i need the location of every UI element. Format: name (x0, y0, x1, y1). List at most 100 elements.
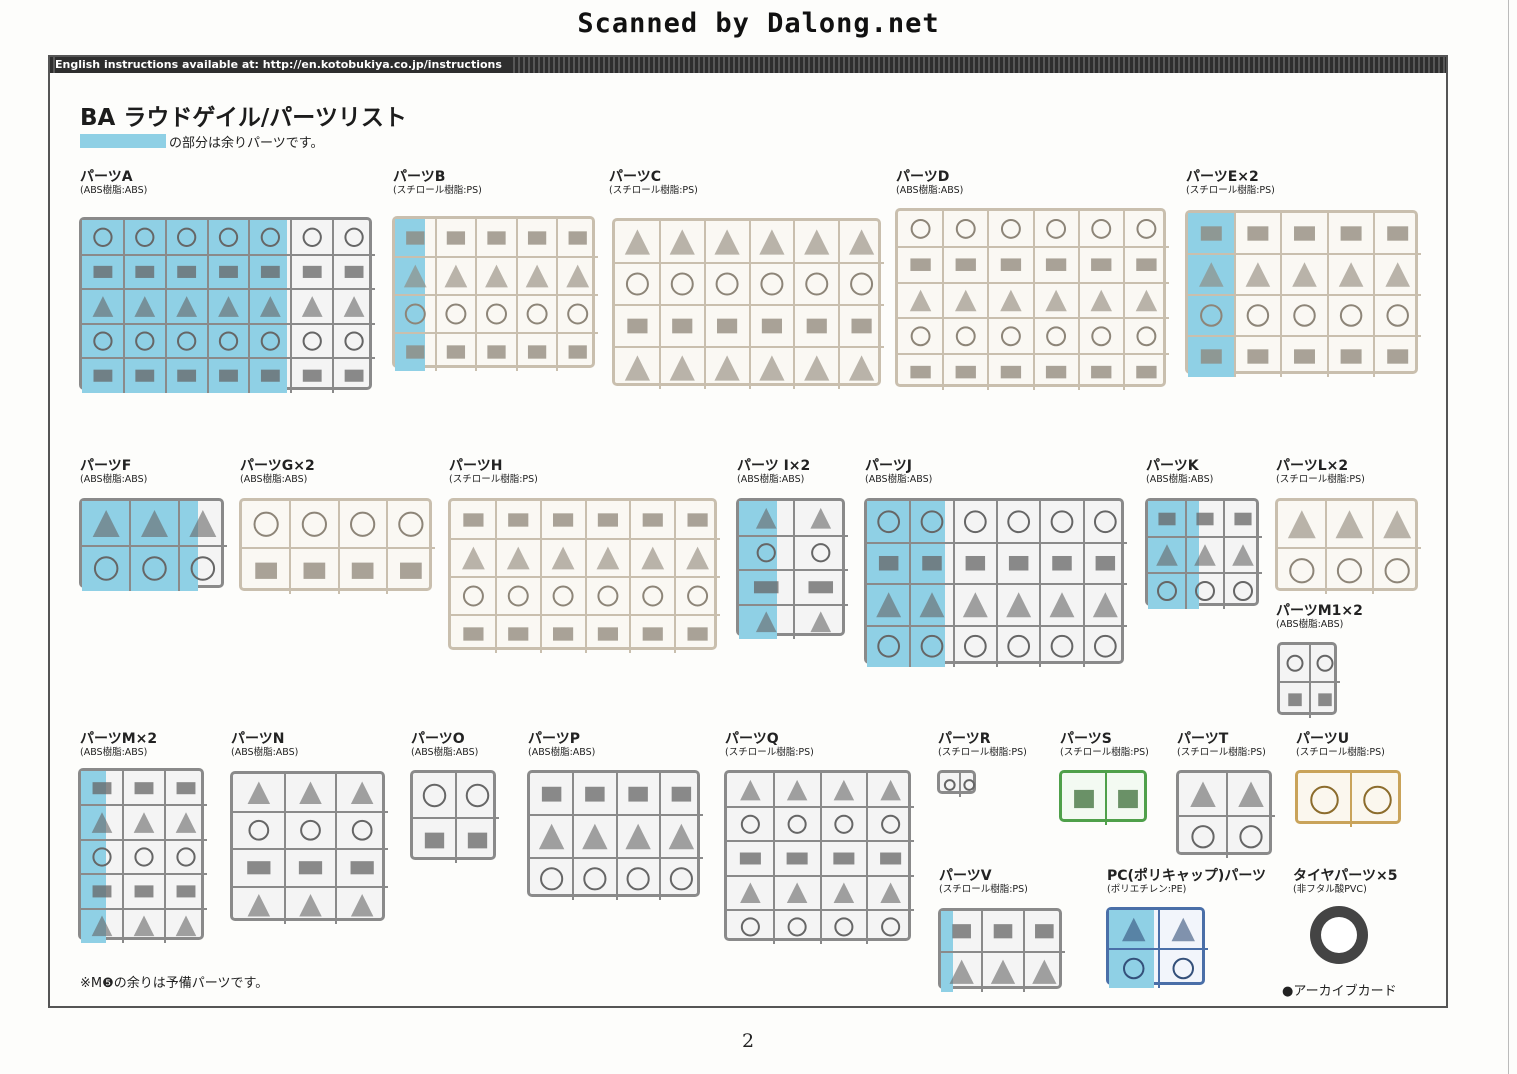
sprue-r (937, 770, 976, 797)
part-piece (880, 882, 901, 903)
part-piece (1136, 218, 1157, 239)
sprue-name: パーツV (939, 868, 992, 884)
part-piece (404, 303, 426, 325)
part-piece (1095, 555, 1116, 571)
part-piece (1049, 592, 1075, 618)
sprue-name: パーツD (896, 169, 950, 185)
sprue-e (1185, 210, 1421, 377)
part-piece (259, 296, 281, 317)
part-piece (344, 227, 364, 247)
part-piece (176, 331, 197, 351)
label-sprue-i: パーツ I×2(ABS樹脂:ABS) (737, 459, 810, 486)
part-piece (91, 915, 113, 937)
part-piece (1232, 544, 1254, 566)
part-piece (526, 303, 548, 325)
part-piece (1247, 226, 1269, 241)
label-sprue-k: パーツK(ABS樹脂:ABS) (1146, 458, 1213, 486)
part-piece (810, 507, 832, 529)
part-piece (920, 634, 944, 658)
sprue-material: (スチロール樹脂:PS) (1296, 747, 1385, 758)
sprue-material: (ABS樹脂:ABS) (411, 747, 479, 758)
part-piece (1158, 512, 1176, 526)
part-piece (963, 634, 987, 658)
sprue-m1 (1277, 642, 1340, 718)
sprue-drawing (1148, 501, 1262, 609)
part-piece (176, 296, 198, 317)
part-piece (302, 265, 322, 278)
label-sprue-pc: PC(ポリキャップ)パーツ(ポリエチレン:PE) (1107, 869, 1266, 896)
part-piece (463, 513, 484, 527)
label-sprue-c: パーツC(スチロール樹脂:PS) (609, 170, 698, 197)
part-piece (568, 231, 587, 245)
part-piece (1318, 693, 1332, 707)
part-piece (833, 779, 855, 801)
part-piece (487, 345, 506, 359)
part-piece (1200, 349, 1222, 364)
part-piece (540, 867, 564, 891)
sprue-drawing (1074, 773, 1138, 825)
sprue-drawing (395, 219, 598, 371)
part-piece (714, 229, 740, 255)
label-sprue-u: パーツU(スチロール樹脂:PS) (1296, 732, 1385, 759)
sprue-drawing (1188, 213, 1421, 377)
part-piece (1007, 510, 1031, 534)
sprue-k (1145, 498, 1262, 609)
part-piece (759, 229, 785, 255)
part-piece (133, 915, 155, 937)
part-piece (351, 819, 373, 841)
part-piece (1246, 304, 1270, 327)
part-piece (1091, 326, 1112, 347)
part-piece (1287, 510, 1316, 539)
part-piece (219, 265, 238, 278)
part-piece (142, 556, 167, 581)
label-sprue-t: パーツT(スチロール樹脂:PS) (1177, 732, 1266, 759)
part-piece (177, 369, 197, 382)
part-piece (715, 272, 739, 296)
part-piece (1136, 326, 1157, 347)
part-piece (219, 369, 238, 382)
part-piece (135, 331, 155, 351)
part-piece (1000, 258, 1022, 271)
part-piece (955, 218, 976, 239)
part-piece (624, 229, 651, 255)
sprue-drawing (451, 501, 720, 653)
part-piece (585, 786, 605, 802)
part-piece (175, 812, 197, 833)
sprue-p (527, 770, 703, 900)
sprue-drawing (943, 773, 976, 797)
part-piece (92, 782, 112, 795)
sprue-name: パーツK (1146, 458, 1199, 474)
part-piece (955, 289, 977, 312)
part-piece (881, 917, 901, 937)
part-piece (880, 779, 901, 801)
legend: の部分は余りパーツです。 (80, 133, 323, 151)
part-piece (716, 318, 738, 334)
part-piece (247, 781, 271, 804)
label-sprue-g: パーツG×2(ABS樹脂:ABS) (240, 459, 315, 486)
part-piece (880, 852, 902, 865)
part-piece (909, 289, 932, 312)
part-piece (1292, 262, 1317, 287)
sprue-b (392, 216, 598, 371)
part-piece (811, 543, 831, 563)
part-piece (641, 546, 665, 570)
part-piece (1052, 555, 1072, 571)
tire-icon (1310, 906, 1368, 964)
sprue-name: パーツO (411, 731, 465, 747)
part-piece (834, 917, 854, 937)
part-piece (190, 556, 216, 581)
part-piece (92, 847, 112, 867)
part-piece (1136, 365, 1157, 379)
part-piece (755, 611, 777, 633)
part-piece (1050, 634, 1074, 658)
label-sprue-b: パーツB(スチロール樹脂:PS) (393, 170, 482, 197)
part-piece (552, 627, 574, 641)
part-piece (568, 345, 587, 359)
part-piece (920, 510, 944, 534)
part-piece (463, 627, 484, 641)
sprue-u (1295, 770, 1401, 827)
part-piece (919, 592, 945, 618)
part-piece (1316, 654, 1334, 672)
sprue-drawing (1179, 773, 1275, 858)
part-piece (1045, 365, 1067, 379)
